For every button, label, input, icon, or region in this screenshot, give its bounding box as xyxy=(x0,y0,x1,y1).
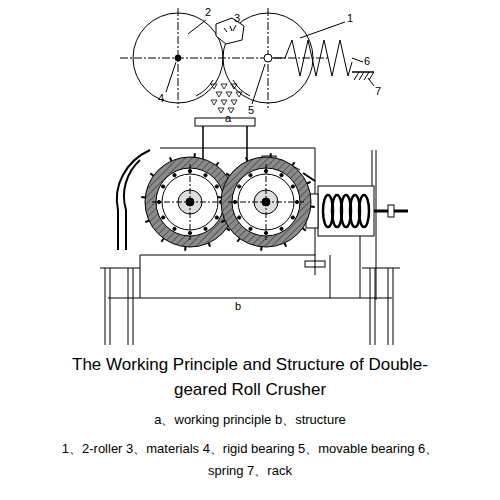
callout-number: 6 xyxy=(364,55,370,68)
roller xyxy=(217,153,315,251)
crushed-material xyxy=(221,84,227,89)
parts-list: 1、2-roller 3、materials 4、rigid bearing 5… xyxy=(50,438,450,482)
spring-coil xyxy=(359,195,369,227)
crushed-material xyxy=(231,100,237,105)
roller xyxy=(133,13,223,103)
hopper xyxy=(203,126,247,160)
crushed-material xyxy=(231,84,237,89)
spring xyxy=(272,40,352,76)
crushed-material xyxy=(218,108,224,113)
structure xyxy=(100,118,408,345)
crushed-material xyxy=(211,100,217,105)
diagram-title: The Working Principle and Structure of D… xyxy=(0,352,500,402)
callout-number: 5 xyxy=(248,104,254,117)
crushed-material xyxy=(216,92,222,97)
callout-number: 7 xyxy=(375,85,381,98)
callout-number: 1 xyxy=(347,12,353,25)
crushed-material xyxy=(226,92,232,97)
rack xyxy=(352,71,374,73)
view-label: a xyxy=(225,112,231,125)
crushed-material xyxy=(211,84,217,89)
housing xyxy=(140,148,315,255)
crushed-material xyxy=(236,92,242,97)
diagram-caption: a、working principle b、structure xyxy=(0,412,500,428)
spring-housing xyxy=(318,186,374,236)
callout-number: 2 xyxy=(205,6,211,19)
base-frame xyxy=(108,297,392,298)
crushed-material xyxy=(221,100,227,105)
callout-number: 3 xyxy=(234,12,240,25)
working-principle xyxy=(120,8,374,108)
callout-number: 4 xyxy=(158,92,164,105)
view-label: b xyxy=(235,300,241,313)
